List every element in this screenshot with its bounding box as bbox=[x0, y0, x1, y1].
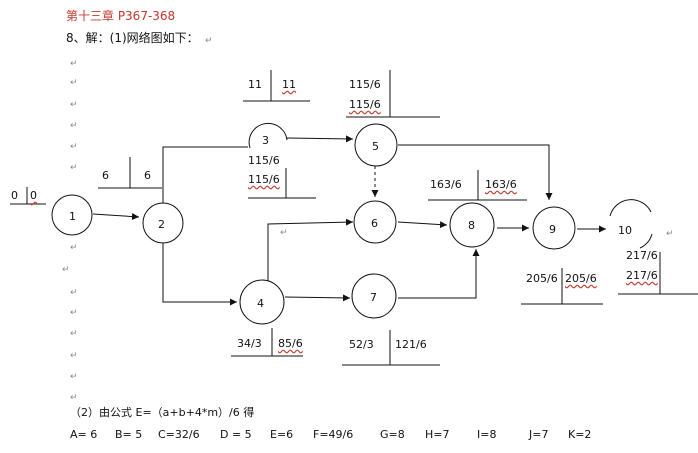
edge-3-5 bbox=[286, 135, 354, 143]
edge-2-3 bbox=[162, 146, 248, 204]
node-4-label: 4 bbox=[257, 297, 264, 310]
node-10-label: 10 bbox=[618, 224, 632, 237]
node-9-circle bbox=[532, 206, 576, 250]
node-5-circle bbox=[354, 123, 398, 167]
time-n2-late: 6 bbox=[144, 169, 151, 182]
value-C: C=32/6 bbox=[158, 428, 200, 441]
edge-5-9 bbox=[398, 144, 553, 200]
paragraph-mark: ↵ bbox=[666, 229, 674, 239]
node-5-label: 5 bbox=[372, 140, 379, 153]
time-n1-early: 0 bbox=[11, 189, 18, 202]
time-n8-late: 163/6 bbox=[485, 178, 517, 191]
edge-6-8 bbox=[397, 221, 448, 229]
node-3-label: 3 bbox=[262, 134, 269, 147]
node-8-label: 8 bbox=[468, 219, 475, 232]
time-n5-late: 115/6 bbox=[349, 98, 381, 111]
value-B: B= 5 bbox=[115, 428, 143, 441]
node-4-circle bbox=[239, 279, 285, 325]
value-J: J=7 bbox=[529, 428, 549, 441]
chapter-title: 第十三章 P367-368 bbox=[66, 9, 176, 23]
node-7-circle bbox=[351, 273, 397, 319]
time-n4-late: 85/6 bbox=[278, 337, 303, 350]
node-2-label: 2 bbox=[158, 218, 165, 231]
time-n10-early: 217/6 bbox=[626, 249, 658, 262]
paragraph-mark: ↵ bbox=[70, 351, 78, 361]
paragraph-mark: ↵ bbox=[280, 228, 288, 238]
time-n3-bot-early: 115/6 bbox=[248, 154, 280, 167]
node-6-label: 6 bbox=[371, 217, 378, 230]
time-n3-top-late: 11 bbox=[282, 78, 296, 91]
paragraph-mark: ↵ bbox=[70, 59, 78, 69]
paragraph-mark: ↵ bbox=[70, 372, 78, 382]
paragraph-mark: ↵ bbox=[70, 393, 78, 403]
time-n7-early: 52/3 bbox=[349, 338, 374, 351]
paragraph-mark: ↵ bbox=[205, 36, 213, 46]
time-n2-early: 6 bbox=[102, 169, 109, 182]
time-n4-early: 34/3 bbox=[237, 337, 262, 350]
time-n1-late: 0 bbox=[30, 189, 37, 202]
formula-line: （2）由公式 E=（a+b+4*m）/6 得 bbox=[70, 406, 255, 419]
edge-4-7 bbox=[284, 294, 351, 302]
paragraph-mark: ↵ bbox=[70, 163, 78, 173]
time-n3-top-early: 11 bbox=[248, 78, 262, 91]
paragraph-mark: ↵ bbox=[70, 100, 78, 110]
node-3-circle bbox=[248, 122, 288, 149]
paragraph-mark: ↵ bbox=[70, 78, 78, 88]
node-10-circle bbox=[609, 199, 653, 249]
paragraph-mark: ↵ bbox=[62, 265, 70, 275]
time-n9-early: 205/6 bbox=[526, 272, 558, 285]
node-7-label: 7 bbox=[370, 291, 377, 304]
solution-heading: 8、解：(1)网络图如下： bbox=[66, 31, 199, 45]
time-n9-late: 205/6 bbox=[565, 272, 597, 285]
paragraph-mark: ↵ bbox=[70, 329, 78, 339]
node-8-circle bbox=[449, 202, 495, 248]
edge-4-6 bbox=[267, 218, 354, 282]
value-A: A= 6 bbox=[70, 428, 98, 441]
value-G: G=8 bbox=[380, 428, 405, 441]
value-I: I=8 bbox=[477, 428, 497, 441]
paragraph-mark: ↵ bbox=[70, 308, 78, 318]
node-1-circle bbox=[51, 194, 93, 236]
node-2-circle bbox=[142, 202, 184, 244]
paragraph-mark: ↵ bbox=[70, 142, 78, 152]
value-K: K=2 bbox=[568, 428, 592, 441]
time-n8-early: 163/6 bbox=[430, 178, 462, 191]
value-D: D = 5 bbox=[220, 428, 252, 441]
node-6-circle bbox=[353, 200, 397, 244]
time-n3-bot-late: 115/6 bbox=[248, 173, 280, 186]
time-n7-late: 121/6 bbox=[395, 338, 427, 351]
value-E: E=6 bbox=[270, 428, 294, 441]
time-n5-early: 115/6 bbox=[349, 78, 381, 91]
edge-2-4 bbox=[162, 242, 237, 306]
paragraph-mark: ↵ bbox=[70, 121, 78, 131]
paragraph-mark: ↵ bbox=[70, 243, 78, 253]
node-1-label: 1 bbox=[69, 210, 76, 223]
node-9-label: 9 bbox=[549, 223, 556, 236]
value-F: F=49/6 bbox=[313, 428, 354, 441]
edge-1-2 bbox=[92, 213, 140, 221]
value-H: H=7 bbox=[425, 428, 450, 441]
paragraph-mark: ↵ bbox=[70, 288, 78, 298]
time-n10-late: 217/6 bbox=[626, 269, 658, 282]
edge-7-8 bbox=[398, 249, 480, 299]
